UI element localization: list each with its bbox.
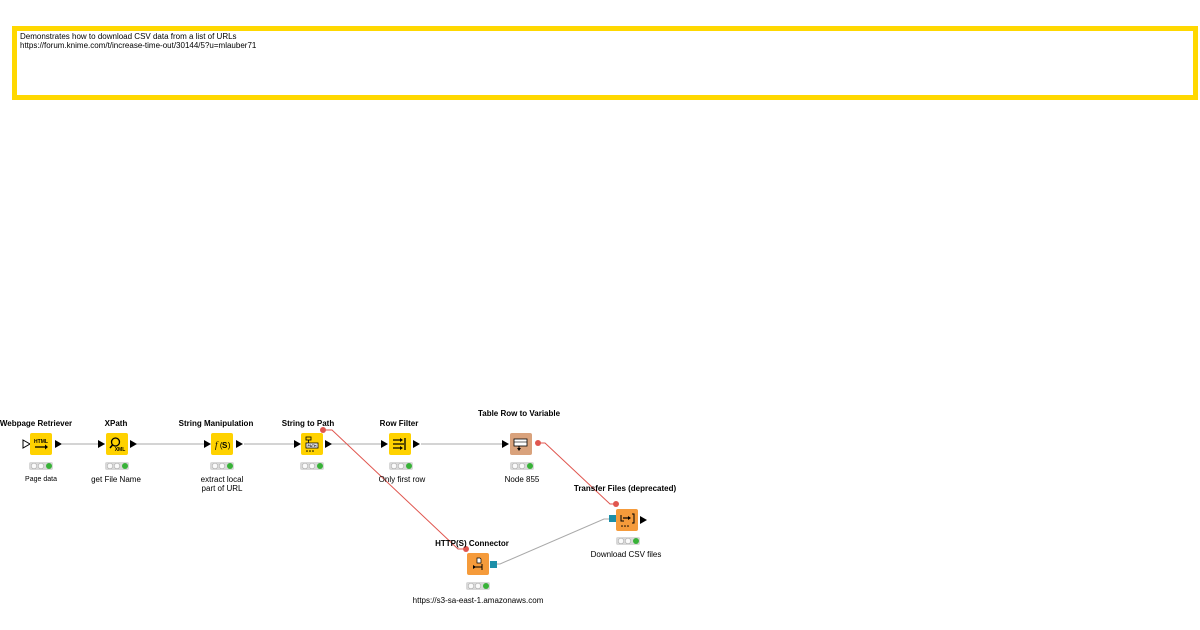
path-icon: PATH — [305, 436, 319, 452]
node-string-to-path[interactable]: PATH — [301, 433, 323, 455]
variable-port-table-row-to-variable[interactable] — [535, 440, 541, 446]
svg-text:(: ( — [219, 442, 224, 451]
connection-input-port-transfer-files[interactable] — [609, 515, 616, 522]
node-transfer-files[interactable] — [616, 509, 638, 531]
status-table-row-to-variable — [510, 462, 534, 470]
filter-icon — [393, 438, 406, 450]
status-string-manipulation — [210, 462, 234, 470]
output-port-transfer-files[interactable] — [640, 516, 647, 524]
node-table-row-to-variable[interactable] — [510, 433, 532, 455]
node-row-filter[interactable] — [389, 433, 411, 455]
output-port-string-manipulation[interactable] — [236, 440, 243, 448]
annotation-description: Demonstrates how to download CSV data fr… — [20, 32, 237, 41]
workflow-annotation[interactable]: Demonstrates how to download CSV data fr… — [12, 26, 1198, 100]
node-caption-http-connector[interactable]: https://s3-sa-east-1.amazonaws.com — [412, 596, 544, 605]
node-http-connector[interactable] — [467, 553, 489, 575]
input-port-table-row-to-variable[interactable] — [502, 440, 509, 448]
input-port-string-to-path[interactable] — [294, 440, 301, 448]
node-string-manipulation[interactable]: f ( S ) — [211, 433, 233, 455]
node-title-http-connector: HTTP(S) Connector — [435, 539, 509, 548]
status-webpage-retriever — [29, 462, 53, 470]
input-port-row-filter[interactable] — [381, 440, 388, 448]
status-xpath — [105, 462, 129, 470]
node-xpath[interactable]: XML — [106, 433, 128, 455]
node-caption-xpath[interactable]: get File Name — [91, 475, 141, 484]
transfer-icon — [620, 513, 635, 527]
node-title-row-filter: Row Filter — [379, 419, 419, 428]
html-download-icon: HTML — [34, 439, 48, 450]
node-title-webpage-retriever: Webpage Retriever — [0, 419, 73, 428]
status-transfer-files — [616, 537, 640, 545]
status-string-to-path — [300, 462, 324, 470]
node-caption-webpage-retriever[interactable]: Page data — [25, 476, 57, 483]
output-port-webpage-retriever[interactable] — [55, 440, 62, 448]
node-caption-table-row-to-variable[interactable]: Node 855 — [504, 475, 540, 484]
variable-port-string-to-path[interactable] — [320, 427, 326, 433]
svg-text:): ) — [227, 442, 232, 451]
node-title-string-to-path: String to Path — [281, 419, 335, 428]
svg-text:S: S — [222, 441, 228, 450]
svg-text:PATH: PATH — [307, 444, 316, 448]
input-port-webpage-retriever[interactable] — [22, 439, 32, 449]
input-port-xpath[interactable] — [98, 440, 105, 448]
input-port-string-manipulation[interactable] — [204, 440, 211, 448]
variable-port-transfer-files[interactable] — [613, 501, 619, 507]
node-caption-string-manipulation[interactable]: extract local part of URL — [200, 475, 244, 493]
svg-text:f: f — [215, 440, 219, 450]
output-port-row-filter[interactable] — [413, 440, 420, 448]
node-caption-transfer-files[interactable]: Download CSV files — [590, 550, 662, 559]
status-row-filter — [389, 462, 413, 470]
node-webpage-retriever[interactable]: HTML — [30, 433, 52, 455]
string-function-icon: f ( S ) — [215, 440, 232, 451]
annotation-link[interactable]: https://forum.knime.com/t/increase-time-… — [20, 41, 257, 50]
status-http-connector — [466, 582, 490, 590]
connection-output-port-http-connector[interactable] — [490, 561, 497, 568]
wire-http-connector-to-transfer-files[interactable] — [497, 518, 609, 565]
output-port-string-to-path[interactable] — [325, 440, 332, 448]
variable-icon — [513, 438, 528, 451]
variable-wire-table-row-to-transfer-files[interactable] — [538, 442, 616, 505]
variable-port-http-connector[interactable] — [463, 546, 469, 552]
variable-wire-string-to-path-to-http-connector[interactable] — [324, 429, 466, 550]
xml-search-icon: XML — [109, 437, 126, 453]
node-caption-row-filter[interactable]: Only first row — [378, 475, 426, 484]
svg-text:HTML: HTML — [34, 439, 48, 445]
node-title-string-manipulation: String Manipulation — [178, 419, 254, 428]
connector-icon — [473, 557, 483, 570]
svg-text:XML: XML — [115, 447, 126, 453]
output-port-xpath[interactable] — [130, 440, 137, 448]
node-title-table-row-to-variable: Table Row to Variable — [477, 409, 561, 418]
node-title-transfer-files: Transfer Files (deprecated) — [573, 484, 677, 493]
node-title-xpath: XPath — [104, 419, 128, 428]
